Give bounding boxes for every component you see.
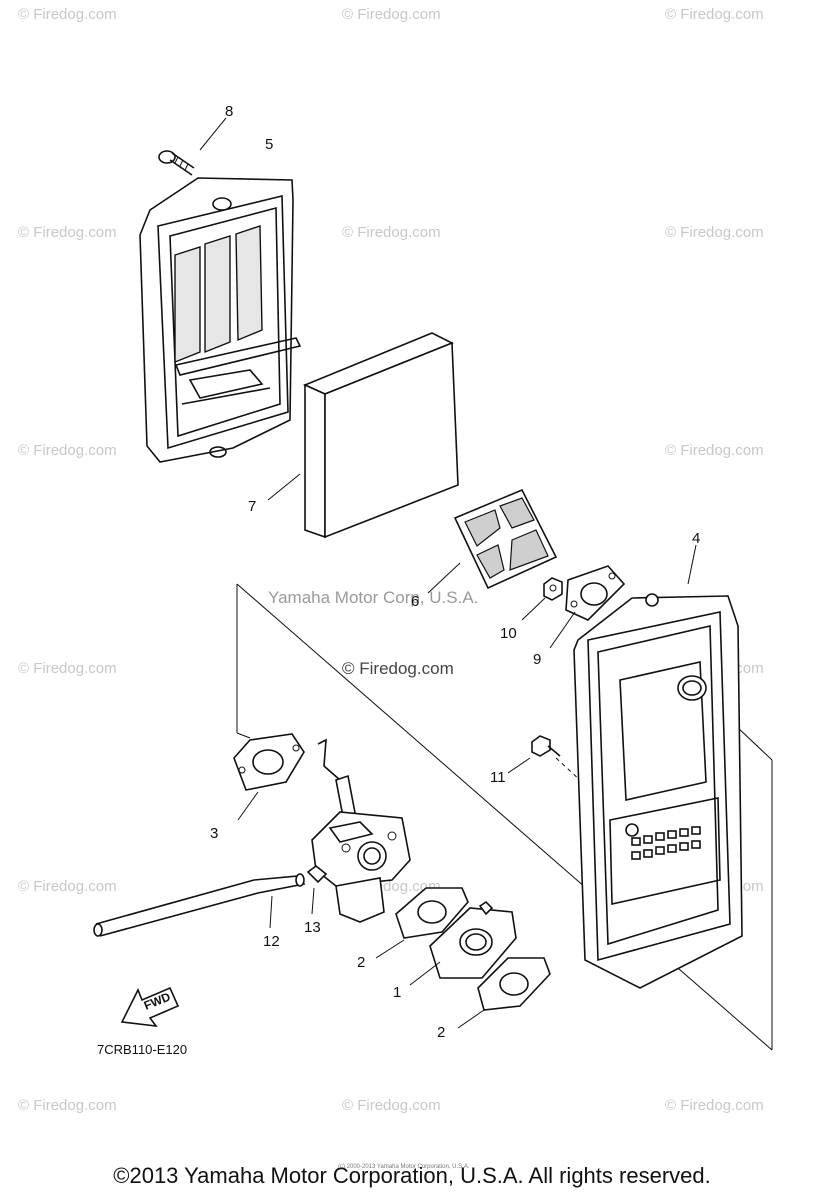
copyright-notice: ©2013 Yamaha Motor Corporation, U.S.A. A… bbox=[113, 1163, 711, 1188]
part-carburetor bbox=[311, 738, 411, 923]
part-1-insulator bbox=[409, 900, 517, 986]
center-watermark: © Firedog.com bbox=[342, 659, 454, 678]
part-11-bolt bbox=[507, 735, 561, 774]
case-louver-grid bbox=[631, 826, 701, 860]
part-9-gasket bbox=[549, 565, 626, 649]
callout-2: 2 bbox=[437, 1024, 445, 1041]
callout-4: 4 bbox=[692, 530, 700, 547]
part-7-element bbox=[267, 332, 459, 539]
diagram-code: 7CRB110-E120 bbox=[97, 1042, 187, 1057]
watermark: © Firedog.com bbox=[18, 878, 117, 895]
part-4-air-cleaner-case bbox=[573, 544, 743, 989]
part-10-nut bbox=[521, 577, 563, 621]
yamaha-watermark: Yamaha Motor Corp, U.S.A. bbox=[268, 588, 478, 607]
watermark: © Firedog.com bbox=[18, 1097, 117, 1114]
watermark: © Firedog.com bbox=[18, 224, 117, 241]
callout-11: 11 bbox=[490, 769, 506, 786]
callout-12: 12 bbox=[263, 933, 280, 950]
callout-labels: 8 5 7 6 4 10 9 11 3 12 13 2 1 2 bbox=[210, 103, 700, 1041]
watermark: © Firedog.com bbox=[665, 6, 764, 23]
part-12-hose bbox=[93, 873, 306, 937]
callout-8: 8 bbox=[225, 103, 233, 120]
callout-9: 9 bbox=[533, 651, 541, 668]
part-13-clamp bbox=[306, 864, 328, 915]
callout-13: 13 bbox=[304, 919, 321, 936]
watermark: © Firedog.com bbox=[18, 442, 117, 459]
part-5-air-cleaner-cover bbox=[139, 177, 302, 463]
part-8-screw bbox=[158, 117, 227, 176]
callout-6: 6 bbox=[411, 593, 419, 610]
watermark: © Firedog.com bbox=[342, 6, 441, 23]
watermark: © Firedog.com bbox=[18, 660, 117, 677]
part-6-gasket bbox=[427, 488, 558, 594]
callout-1: 1 bbox=[393, 984, 401, 1001]
callout-2: 2 bbox=[357, 954, 365, 971]
watermark: © Firedog.com bbox=[665, 442, 764, 459]
callout-5: 5 bbox=[265, 136, 273, 153]
watermark: © Firedog.com bbox=[342, 1097, 441, 1114]
watermark: © Firedog.com bbox=[665, 224, 764, 241]
callout-10: 10 bbox=[500, 625, 517, 642]
fwd-arrow-icon: FWD bbox=[120, 986, 180, 1028]
watermark: © Firedog.com bbox=[342, 224, 441, 241]
part-3-gasket bbox=[233, 733, 305, 821]
watermark: © Firedog.com bbox=[665, 1097, 764, 1114]
callout-3: 3 bbox=[210, 825, 218, 842]
callout-7: 7 bbox=[248, 498, 256, 515]
tiny-copyright: (c) 2000-2013 Yamaha Motor Corporation, … bbox=[338, 1164, 470, 1170]
watermark: © Firedog.com bbox=[18, 6, 117, 23]
part-2-gasket-lower bbox=[457, 957, 551, 1029]
part-2-gasket-upper bbox=[375, 887, 469, 959]
